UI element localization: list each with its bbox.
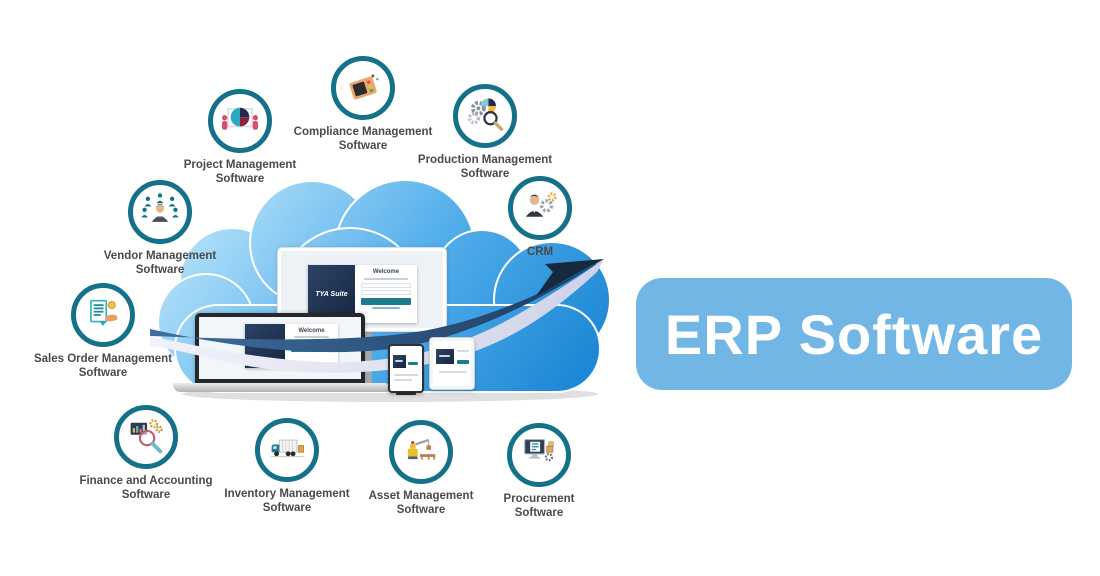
module-inventory-management: Inventory Management Software (212, 418, 362, 516)
forgot-link-bar (371, 307, 401, 309)
login-form: Welcome (355, 265, 417, 323)
password-field (361, 290, 411, 295)
module-crm: CRM (505, 176, 575, 259)
module-procurement: Procurement Software (484, 423, 594, 521)
text-bar (394, 379, 412, 381)
module-sales-order-management: Sales Order Management Software (18, 283, 188, 381)
login-button (408, 362, 418, 365)
laptop: TYA Suite Welcome (195, 313, 365, 383)
module-label: Procurement Software (503, 493, 575, 520)
subtitle-bar (294, 336, 329, 338)
vendor-management-icon (128, 180, 192, 244)
subtitle-bar (364, 278, 408, 280)
inventory-management-icon (255, 418, 319, 482)
finance-accounting-icon (114, 405, 178, 469)
compliance-management-icon (331, 56, 395, 120)
login-button (457, 360, 469, 364)
module-label: Compliance Management Software (293, 126, 433, 153)
login-card: TYA Suite Welcome (245, 324, 338, 368)
production-management-icon (453, 84, 517, 148)
module-label: Finance and Accounting Software (79, 475, 213, 502)
module-compliance-management: Compliance Management Software (285, 56, 441, 154)
phone-stand (396, 392, 416, 395)
login-form: Welcome (285, 324, 338, 368)
brand-logo (395, 360, 403, 362)
brand-logo: TYA Suite (315, 290, 348, 298)
username-field (291, 341, 332, 345)
module-label: Project Management Software (183, 159, 297, 186)
phone-screen (390, 346, 422, 391)
crm-icon (508, 176, 572, 240)
username-field (361, 283, 411, 288)
module-finance-accounting: Finance and Accounting Software (61, 405, 231, 503)
erp-software-banner: ERP Software (636, 278, 1072, 390)
laptop-screen: TYA Suite Welcome (199, 317, 361, 379)
module-production-management: Production Management Software (407, 84, 563, 182)
module-asset-management: Asset Management Software (356, 420, 486, 518)
sales-order-management-icon (71, 283, 135, 347)
login-button (361, 298, 411, 305)
welcome-title: Welcome (298, 328, 325, 334)
laptop-base (173, 383, 387, 392)
module-vendor-management: Vendor Management Software (90, 180, 230, 278)
module-label: Vendor Management Software (103, 250, 217, 277)
asset-management-icon (389, 420, 453, 484)
module-label: CRM (526, 246, 554, 258)
brand-logo (439, 355, 450, 357)
text-bar (394, 374, 418, 376)
subtitle-bar (457, 350, 469, 352)
tablet-screen (433, 341, 471, 386)
brand-pane: TYA Suite (245, 324, 285, 368)
banner-title: ERP Software (664, 302, 1044, 366)
module-label: Inventory Management Software (224, 488, 350, 515)
project-management-icon (208, 89, 272, 153)
procurement-icon (507, 423, 571, 487)
brand-logo: TYA Suite (251, 343, 279, 349)
welcome-title: Welcome (372, 269, 400, 275)
login-button (291, 347, 332, 352)
module-label: Production Management Software (417, 154, 553, 181)
module-label: Asset Management Software (368, 490, 474, 517)
module-project-management: Project Management Software (175, 89, 305, 187)
module-label: Sales Order Management Software (33, 353, 173, 380)
tablet (429, 337, 475, 390)
smartphone (388, 344, 424, 393)
text-bar (439, 371, 467, 373)
